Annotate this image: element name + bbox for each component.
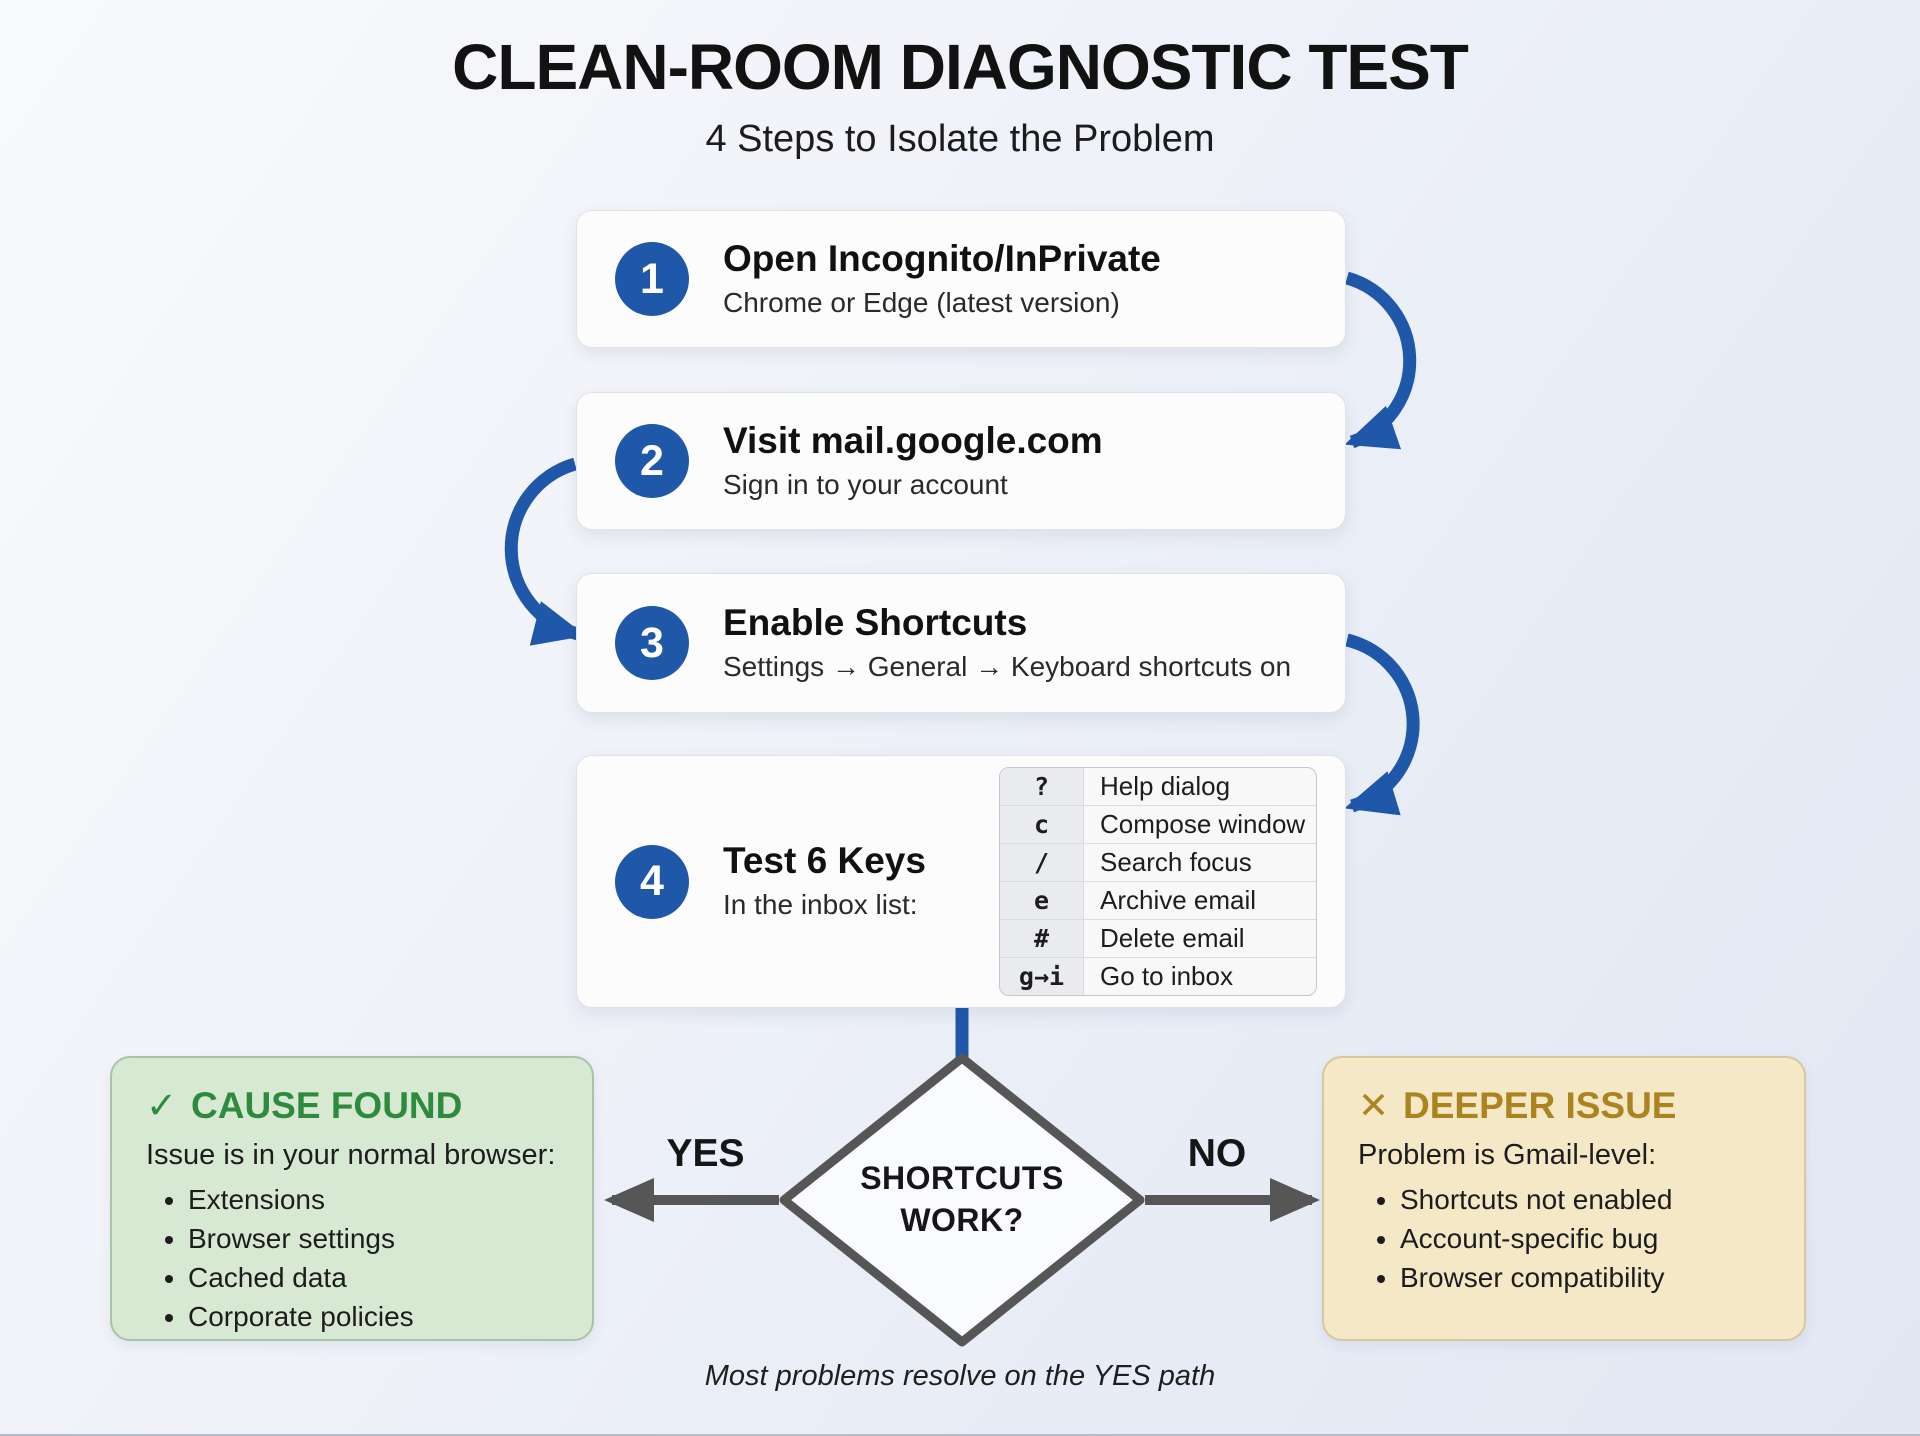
step-text: Enable Shortcuts Settings → General → Ke…	[723, 601, 1292, 683]
arrow-step2-to-step3	[504, 457, 586, 646]
action-cell: Go to inbox	[1100, 961, 1233, 991]
key-cell: c	[1000, 806, 1084, 843]
outcome-lead: Problem is Gmail-level:	[1358, 1139, 1657, 1171]
step-card-2: 2 Visit mail.google.com Sign in to your …	[576, 392, 1346, 530]
table-row: # Delete email	[1000, 919, 1316, 957]
step-number-badge: 2	[615, 424, 689, 498]
check-icon: ✓	[146, 1085, 178, 1126]
table-row: c Compose window	[1000, 805, 1316, 843]
action-cell: Archive email	[1100, 885, 1257, 915]
outcome-heading-text: DEEPER ISSUE	[1403, 1084, 1677, 1126]
step-number-badge: 3	[615, 606, 689, 680]
step-card-4: 4 Test 6 Keys In the inbox list: ? Help …	[576, 755, 1346, 1008]
list-item: Browser compatibility	[1400, 1260, 1774, 1295]
x-icon: ✕	[1358, 1085, 1390, 1126]
action-cell: Search focus	[1100, 847, 1252, 877]
step-card-1: 1 Open Incognito/InPrivate Chrome or Edg…	[576, 210, 1346, 348]
list-item: Account-specific bug	[1400, 1221, 1774, 1256]
list-item: Shortcuts not enabled	[1400, 1182, 1774, 1217]
shortcut-key-table: ? Help dialog c Compose window / Search …	[999, 767, 1317, 996]
deeper-issue-heading: ✕ DEEPER ISSUE	[1358, 1084, 1774, 1127]
outcome-bullet-list: Extensions Browser settings Cached data …	[160, 1182, 562, 1334]
step-number-badge: 1	[615, 242, 689, 316]
step-card-3: 3 Enable Shortcuts Settings → General → …	[576, 573, 1346, 713]
list-item: Cached data	[188, 1260, 562, 1295]
step-title: Enable Shortcuts	[723, 601, 1028, 643]
table-row: g→i Go to inbox	[1000, 957, 1316, 995]
arrow-step1-to-step2	[1344, 271, 1417, 450]
key-cell: e	[1000, 882, 1084, 919]
action-cell: Help dialog	[1100, 771, 1231, 801]
step-subtitle: Chrome or Edge (latest version)	[723, 286, 1120, 318]
deeper-issue-box: ✕ DEEPER ISSUE Problem is Gmail-level: S…	[1322, 1056, 1806, 1341]
cause-found-box: ✓ CAUSE FOUND Issue is in your normal br…	[110, 1056, 594, 1341]
step-subtitle: Sign in to your account	[723, 468, 1008, 500]
table-row: ? Help dialog	[1000, 768, 1316, 805]
step-title: Visit mail.google.com	[723, 419, 1103, 461]
step-text: Open Incognito/InPrivate Chrome or Edge …	[723, 237, 1161, 319]
key-cell: g→i	[1000, 958, 1084, 995]
step-subtitle: Settings → General → Keyboard shortcuts …	[723, 650, 1292, 682]
no-branch-label: NO	[1187, 1132, 1247, 1175]
page-title: CLEAN-ROOM DIAGNOSTIC TEST	[452, 31, 1469, 103]
footnote: Most problems resolve on the YES path	[704, 1360, 1216, 1392]
table-row: e Archive email	[1000, 881, 1316, 919]
step-number-badge: 4	[615, 844, 689, 919]
step-title: Test 6 Keys	[723, 840, 926, 882]
page-subtitle: 4 Steps to Isolate the Problem	[705, 118, 1215, 160]
step-subtitle: In the inbox list:	[723, 889, 918, 921]
decision-diamond-shape	[779, 1053, 1145, 1347]
cause-found-heading: ✓ CAUSE FOUND	[146, 1084, 562, 1127]
decision-line1: SHORTCUTS	[860, 1160, 1064, 1196]
decision-line2: WORK?	[900, 1201, 1024, 1238]
outcome-heading-text: CAUSE FOUND	[191, 1084, 463, 1126]
action-cell: Compose window	[1100, 809, 1306, 839]
step-text: Visit mail.google.com Sign in to your ac…	[723, 419, 1103, 501]
outcome-lead: Issue is in your normal browser:	[146, 1139, 556, 1171]
key-cell: #	[1000, 920, 1084, 957]
yes-branch-label: YES	[666, 1132, 745, 1175]
decision-label: SHORTCUTS WORK?	[812, 1158, 1112, 1241]
step-title: Open Incognito/InPrivate	[723, 237, 1161, 279]
action-cell: Delete email	[1100, 923, 1245, 953]
arrow-step3-to-step4	[1344, 633, 1420, 816]
key-cell: /	[1000, 844, 1084, 881]
key-cell: ?	[1000, 768, 1084, 805]
list-item: Browser settings	[188, 1221, 562, 1256]
step-text: Test 6 Keys In the inbox list:	[723, 841, 965, 921]
list-item: Extensions	[188, 1182, 562, 1217]
outcome-bullet-list: Shortcuts not enabled Account-specific b…	[1372, 1182, 1774, 1295]
list-item: Corporate policies	[188, 1299, 562, 1334]
table-row: / Search focus	[1000, 843, 1316, 881]
